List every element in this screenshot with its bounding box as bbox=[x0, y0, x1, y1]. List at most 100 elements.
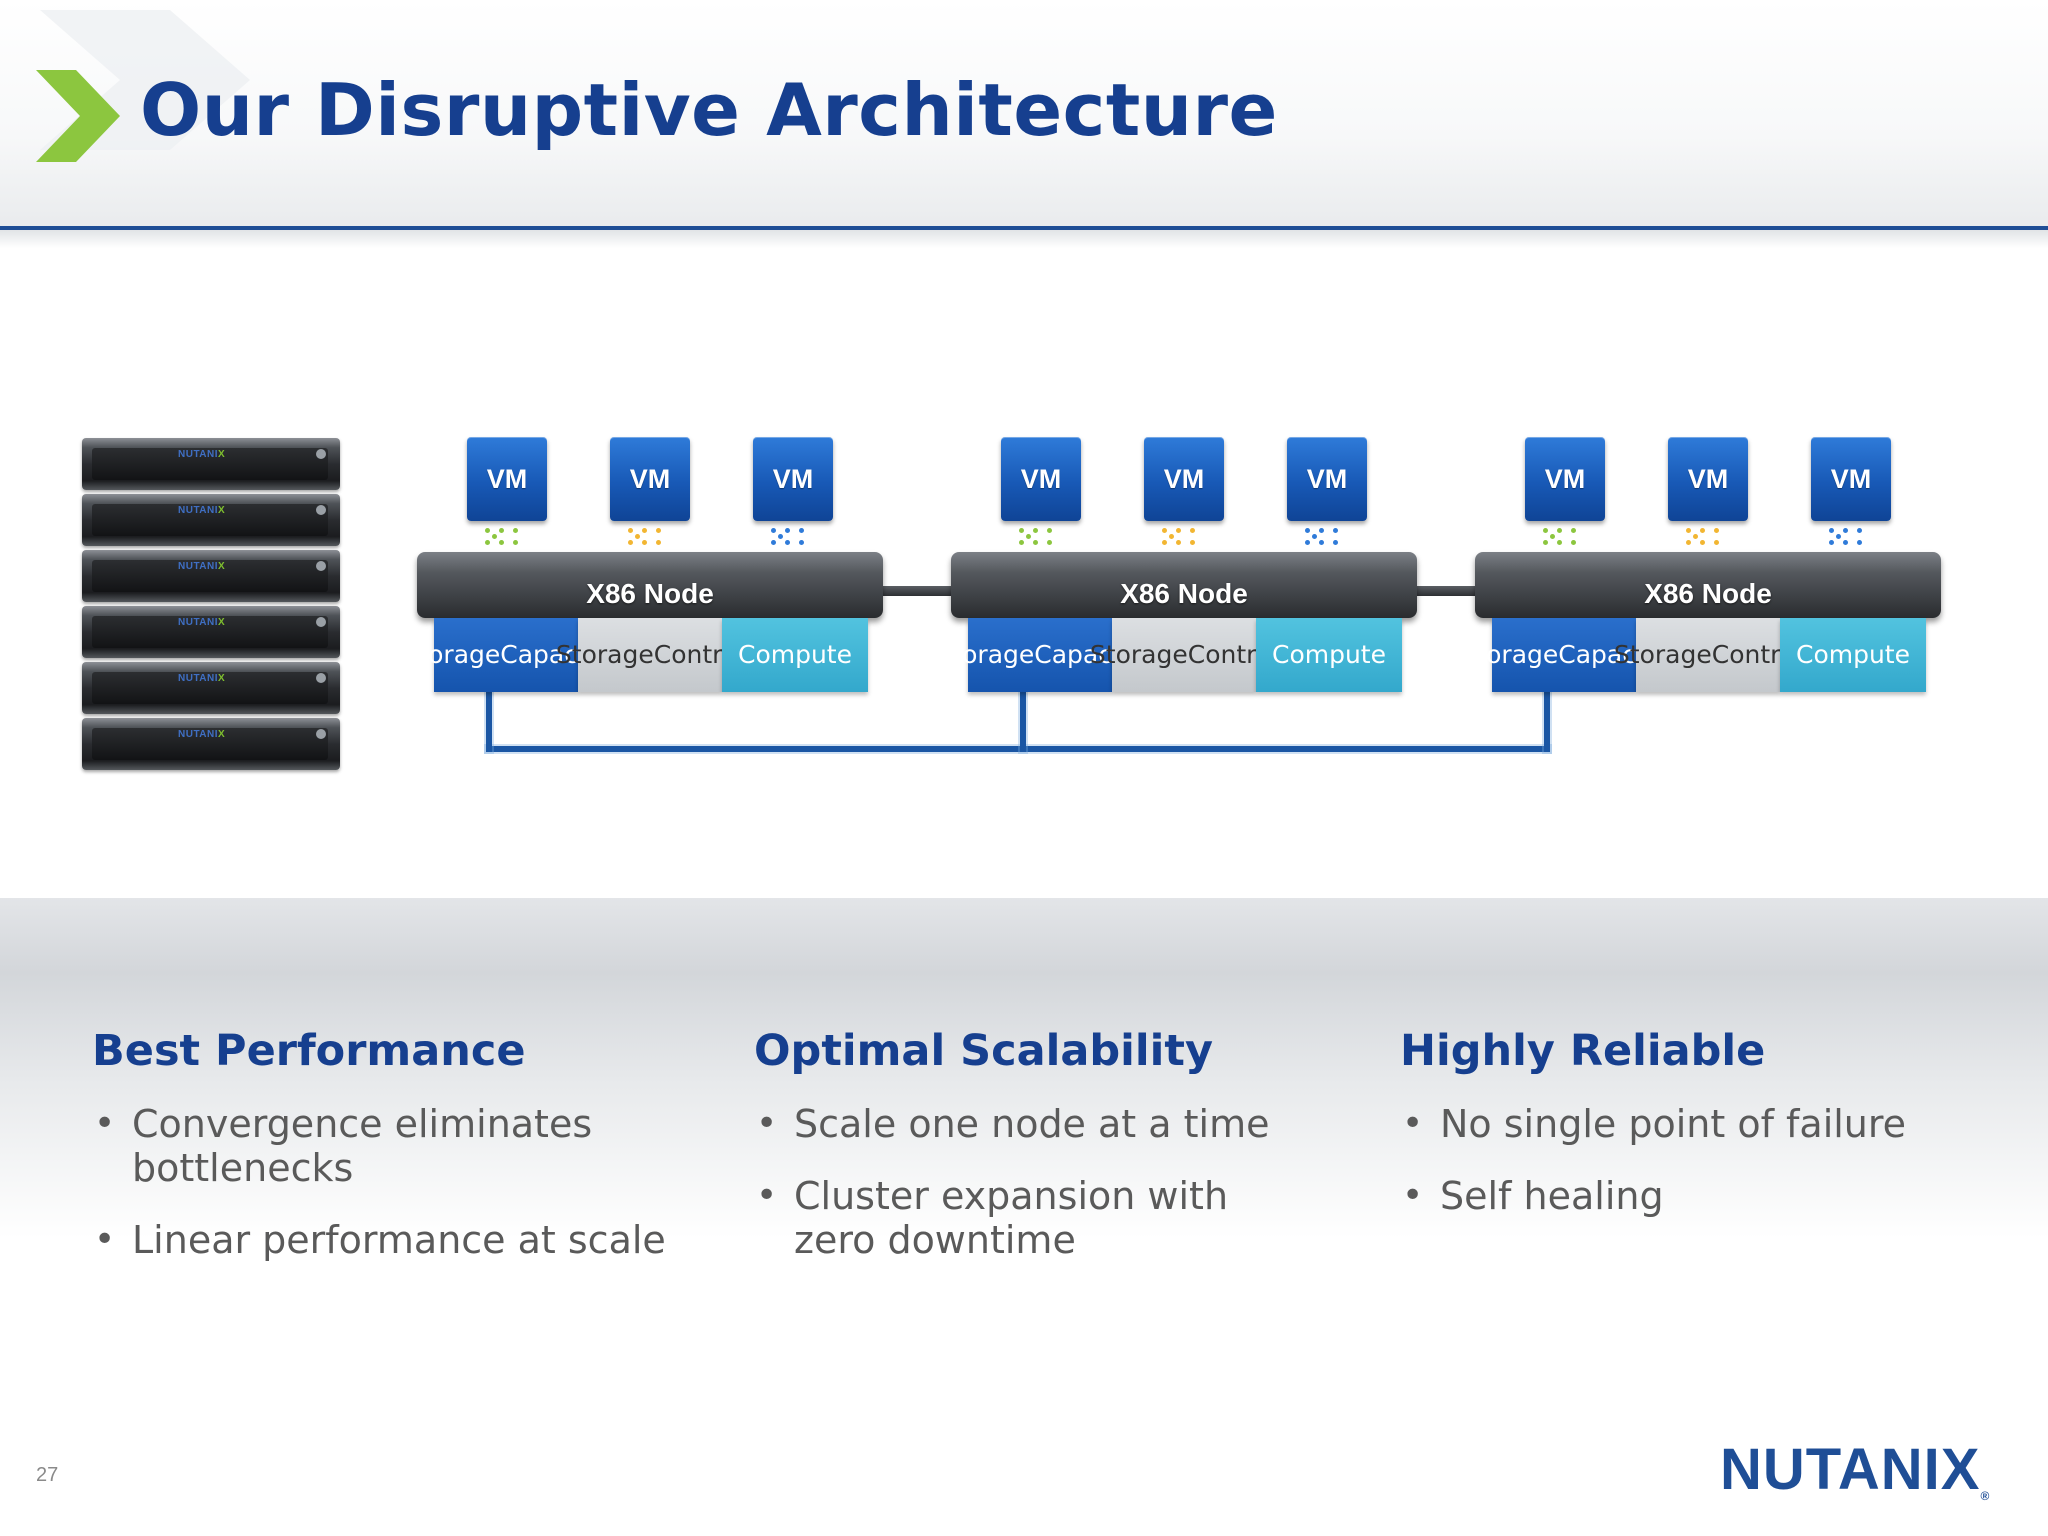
vm-box[interactable]: VM bbox=[1525, 437, 1605, 521]
vm-box[interactable]: VM bbox=[1144, 437, 1224, 521]
server-logo: NUTANIX bbox=[178, 673, 225, 684]
io-dot bbox=[499, 528, 504, 533]
io-dot bbox=[485, 528, 490, 533]
nutanix-logo: NUTANIX® bbox=[1720, 1436, 1990, 1503]
server-logo-x: X bbox=[218, 505, 226, 516]
bullet-item: Convergence eliminates bottlenecks bbox=[92, 1102, 612, 1190]
io-dot bbox=[1019, 540, 1024, 545]
server-logo-x: X bbox=[218, 561, 226, 572]
module-label-line: Storage bbox=[936, 640, 1035, 669]
logo-x: X bbox=[1940, 1437, 1981, 1502]
page-title: Our Disruptive Architecture bbox=[140, 68, 1278, 152]
vm-io-dots bbox=[1686, 528, 1730, 550]
io-dot bbox=[1686, 528, 1691, 533]
node-label: X86 Node bbox=[1120, 578, 1248, 609]
server-logo-x: X bbox=[218, 729, 226, 740]
slide-header: Our Disruptive Architecture bbox=[0, 0, 2048, 228]
server-logo-text: NUTANI bbox=[178, 449, 219, 460]
column-title: Optimal Scalability bbox=[754, 1026, 1213, 1076]
server-logo-text: NUTANI bbox=[178, 561, 219, 572]
io-dot bbox=[1843, 528, 1848, 533]
io-dot bbox=[642, 540, 647, 545]
x86-node[interactable]: X86 Node bbox=[1475, 552, 1941, 618]
io-dot bbox=[771, 528, 776, 533]
power-button-icon bbox=[316, 617, 326, 627]
io-dot bbox=[1047, 528, 1052, 533]
io-dot bbox=[1550, 534, 1555, 539]
io-dot bbox=[1700, 540, 1705, 545]
io-dot bbox=[1305, 528, 1310, 533]
server-logo: NUTANIX bbox=[178, 505, 225, 516]
vm-box[interactable]: VM bbox=[1811, 437, 1891, 521]
vm-io-dots bbox=[771, 528, 815, 550]
compute-module[interactable]: Compute bbox=[722, 618, 868, 692]
io-dot bbox=[1026, 534, 1031, 539]
io-dot bbox=[1033, 540, 1038, 545]
vm-box[interactable]: VM bbox=[753, 437, 833, 521]
io-dot bbox=[1714, 540, 1719, 545]
io-dot bbox=[1557, 528, 1562, 533]
bullet-list: No single point of failure Self healing bbox=[1400, 1102, 1906, 1218]
node-interconnect bbox=[1417, 586, 1475, 596]
module-label-line: Storage bbox=[402, 640, 501, 669]
x86-node[interactable]: X86 Node bbox=[951, 552, 1417, 618]
vm-io-dots bbox=[1305, 528, 1349, 550]
io-dot bbox=[1686, 540, 1691, 545]
server-logo-x: X bbox=[218, 449, 226, 460]
column-highly-reliable: Highly Reliable No single point of failu… bbox=[1400, 1026, 1906, 1246]
module-label-line: Storage bbox=[1089, 640, 1188, 669]
server-bezel bbox=[92, 504, 328, 536]
io-dot bbox=[1319, 540, 1324, 545]
server-logo: NUTANIX bbox=[178, 561, 225, 572]
server-unit: NUTANIX bbox=[82, 438, 340, 490]
io-dot bbox=[628, 528, 633, 533]
power-button-icon bbox=[316, 561, 326, 571]
server-logo-text: NUTANI bbox=[178, 505, 219, 516]
bullet-item: Self healing bbox=[1400, 1174, 1906, 1218]
column-title: Highly Reliable bbox=[1400, 1026, 1766, 1076]
vm-box[interactable]: VM bbox=[610, 437, 690, 521]
storage-bus-drop bbox=[1544, 690, 1550, 752]
page-number: 27 bbox=[36, 1464, 59, 1486]
server-bezel bbox=[92, 560, 328, 592]
compute-module[interactable]: Compute bbox=[1256, 618, 1402, 692]
io-dot bbox=[785, 540, 790, 545]
vm-box[interactable]: VM bbox=[1001, 437, 1081, 521]
bullet-item: Scale one node at a time bbox=[754, 1102, 1274, 1146]
module-label-line: Storage bbox=[1613, 640, 1712, 669]
column-title: Best Performance bbox=[92, 1026, 526, 1076]
io-dot bbox=[513, 540, 518, 545]
io-dot bbox=[1543, 540, 1548, 545]
io-dot bbox=[1693, 534, 1698, 539]
vm-box[interactable]: VM bbox=[1668, 437, 1748, 521]
server-unit: NUTANIX bbox=[82, 494, 340, 546]
header-shadow bbox=[0, 230, 2048, 248]
io-dot bbox=[656, 540, 661, 545]
io-dot bbox=[1857, 540, 1862, 545]
vm-io-dots bbox=[1829, 528, 1873, 550]
vm-io-dots bbox=[1019, 528, 1063, 550]
compute-module[interactable]: Compute bbox=[1780, 618, 1926, 692]
io-dot bbox=[1857, 528, 1862, 533]
module-label-line: Storage bbox=[1460, 640, 1559, 669]
io-dot bbox=[1836, 534, 1841, 539]
io-dot bbox=[1543, 528, 1548, 533]
io-dot bbox=[492, 534, 497, 539]
io-dot bbox=[1190, 528, 1195, 533]
server-logo-text: NUTANI bbox=[178, 729, 219, 740]
module-label-line: Storage bbox=[555, 640, 654, 669]
node-label: X86 Node bbox=[586, 578, 714, 609]
x86-node[interactable]: X86 Node bbox=[417, 552, 883, 618]
registered-mark: ® bbox=[1980, 1489, 1991, 1503]
vm-box[interactable]: VM bbox=[467, 437, 547, 521]
power-button-icon bbox=[316, 673, 326, 683]
vm-box[interactable]: VM bbox=[1287, 437, 1367, 521]
io-dot bbox=[1829, 528, 1834, 533]
server-unit: NUTANIX bbox=[82, 662, 340, 714]
